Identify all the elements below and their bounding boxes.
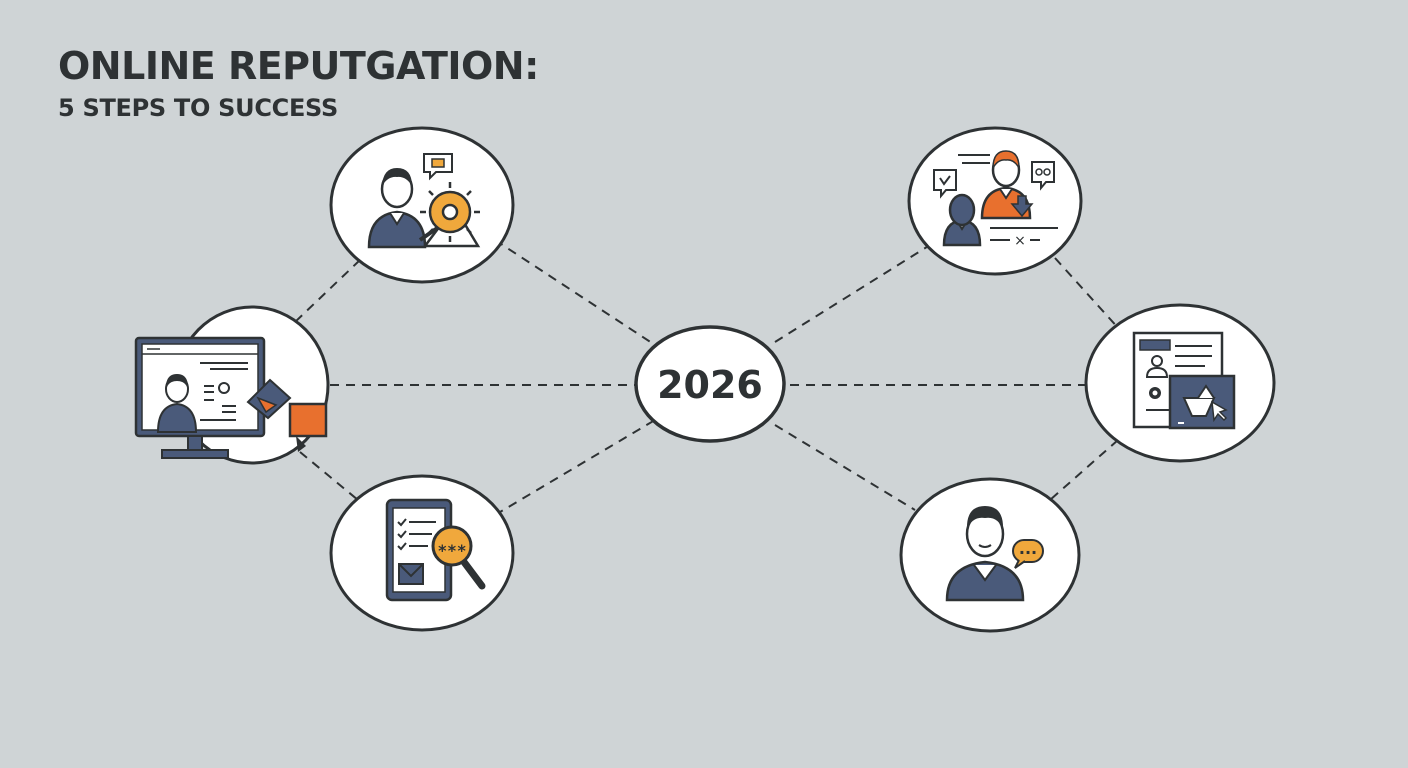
center-circle — [634, 325, 786, 443]
node-document-profile — [1084, 303, 1276, 463]
node-circle — [329, 126, 515, 284]
page-title: ONLINE REPUTGATION: — [58, 44, 539, 88]
node-tablet-review: *** — [329, 474, 515, 632]
connector-outer-right-top — [1054, 257, 1121, 331]
connector-outer-right-bottom — [1049, 439, 1119, 501]
page-subtitle: 5 STEPS TO SUCCESS — [58, 94, 338, 122]
team-feedback-icon — [933, 150, 1058, 247]
monitor-profile-icon — [134, 336, 328, 459]
person-chat-icon — [945, 506, 1044, 602]
document-profile-icon — [1132, 331, 1236, 430]
feedback-x-mark: × — [1014, 233, 1026, 249]
node-person-chat: ... — [899, 477, 1081, 633]
connector-outer-left-top — [294, 259, 361, 323]
center-year-label: 2026 — [657, 363, 763, 407]
connector-top-right — [774, 244, 931, 343]
connectors — [294, 239, 1121, 516]
center-node: 2026 — [634, 325, 786, 443]
review-stars: *** — [438, 541, 467, 560]
connector-top-left — [494, 239, 656, 346]
connector-bottom-left — [494, 419, 656, 516]
node-monitor-profile — [134, 305, 330, 465]
node-person-settings — [329, 126, 515, 284]
tablet-review-search-icon — [385, 498, 486, 602]
connector-outer-left-bottom — [299, 451, 359, 501]
person-settings-icon — [367, 153, 481, 249]
connector-bottom-right — [774, 424, 916, 511]
chat-dots: ... — [1019, 539, 1037, 558]
node-team-feedback: × — [907, 126, 1083, 276]
